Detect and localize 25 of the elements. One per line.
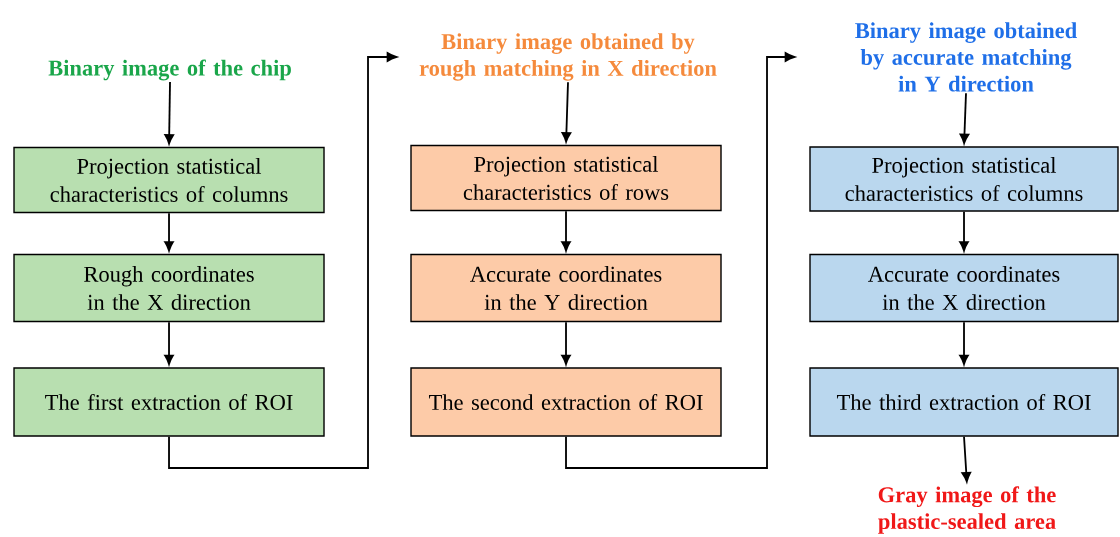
process-box: The first extraction of ROI (13, 367, 325, 437)
arrow (164, 212, 174, 252)
heading-text: Binary image obtained by rough matching in X direction (419, 33, 717, 81)
arrow (959, 92, 970, 144)
heading-text: Gray image of the plastic-sealed area (878, 486, 1056, 534)
arrow (565, 52, 795, 469)
process-box: Accurate coordinates in the X direction (809, 253, 1119, 323)
arrow (168, 52, 398, 469)
process-box: The second extraction of ROI (410, 367, 722, 437)
process-box: Projection statistical characteristics of columns (13, 146, 325, 214)
arrow (961, 435, 972, 483)
process-box: The third extraction of ROI (809, 367, 1119, 437)
arrow (164, 321, 174, 365)
process-box: Projection statistical characteristics of rows (410, 144, 722, 212)
heading-text: Binary image obtained by accurate matching in Y direction (855, 22, 1077, 92)
arrow (561, 81, 572, 143)
arrow (959, 210, 969, 252)
arrow (561, 321, 571, 365)
process-box: Accurate coordinates in the Y direction (410, 253, 722, 323)
process-box: Rough coordinates in the X direction (13, 253, 325, 323)
heading-text: Binary image of the chip (48, 59, 291, 81)
arrow (959, 321, 969, 365)
arrow (164, 81, 174, 145)
process-box: Projection statistical characteristics of columns (809, 146, 1119, 212)
arrow (561, 210, 571, 252)
